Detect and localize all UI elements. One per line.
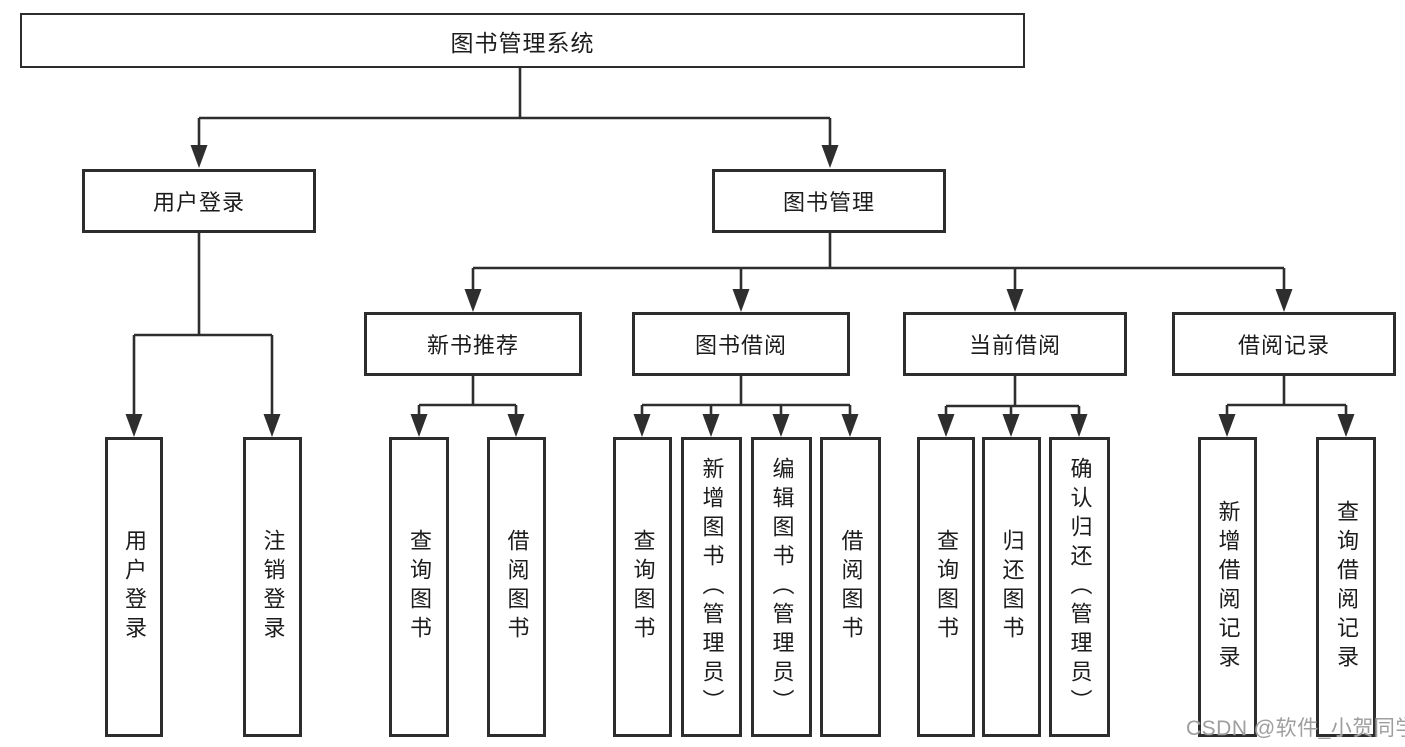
node-label: 确认归还（管理员）: [1067, 456, 1093, 718]
node-label: 图书管理系统: [450, 29, 595, 56]
leaf-query-books-borrowing: 查询图书: [613, 437, 672, 737]
node-label: 用户登录: [152, 190, 245, 215]
leaf-edit-books-admin: 编辑图书（管理员）: [751, 437, 812, 737]
node-label: 新增图书（管理员）: [699, 456, 725, 718]
leaf-add-books-admin: 新增图书（管理员）: [681, 437, 742, 737]
node-borrowing-records: 借阅记录: [1172, 312, 1396, 376]
node-label: 新书推荐: [426, 333, 519, 358]
csdn-watermark: CSDN @软件_小贺同学: [1186, 717, 1405, 740]
leaf-query-borrow-record: 查询借阅记录: [1316, 437, 1376, 737]
leaf-return-books: 归还图书: [982, 437, 1041, 737]
node-library-management-system: 图书管理系统: [20, 13, 1025, 68]
node-label: 图书借阅: [694, 333, 787, 358]
leaf-add-borrow-record: 新增借阅记录: [1198, 437, 1257, 737]
node-label: 当前借阅: [968, 333, 1061, 358]
node-label: 图书管理: [782, 190, 875, 215]
node-label: 注销登录: [260, 529, 286, 645]
node-label: 借阅记录: [1237, 333, 1330, 358]
node-label: 查询图书: [407, 529, 432, 645]
node-label: 借阅图书: [838, 529, 864, 645]
leaf-borrow-books: 借阅图书: [820, 437, 881, 737]
node-label: 用户登录: [122, 529, 147, 645]
node-label: 借阅图书: [504, 529, 530, 645]
node-new-book-recommendation: 新书推荐: [364, 312, 582, 376]
node-label: 查询图书: [934, 529, 959, 645]
node-book-borrowing: 图书借阅: [632, 312, 850, 376]
node-label: 查询图书: [630, 529, 656, 645]
leaf-user-login: 用户登录: [105, 437, 163, 737]
leaf-query-books-recommend: 查询图书: [389, 437, 449, 737]
node-label: 归还图书: [999, 529, 1025, 645]
node-user-login: 用户登录: [82, 169, 316, 233]
node-current-borrowing: 当前借阅: [903, 312, 1127, 376]
leaf-borrow-books-recommend: 借阅图书: [487, 437, 546, 737]
leaf-confirm-return-admin: 确认归还（管理员）: [1049, 437, 1110, 737]
node-label: 新增借阅记录: [1215, 500, 1241, 674]
leaf-logout: 注销登录: [243, 437, 302, 737]
node-label: 编辑图书（管理员）: [769, 456, 795, 718]
leaf-query-books-current: 查询图书: [917, 437, 975, 737]
node-book-management: 图书管理: [712, 169, 946, 233]
node-label: 查询借阅记录: [1334, 500, 1359, 674]
